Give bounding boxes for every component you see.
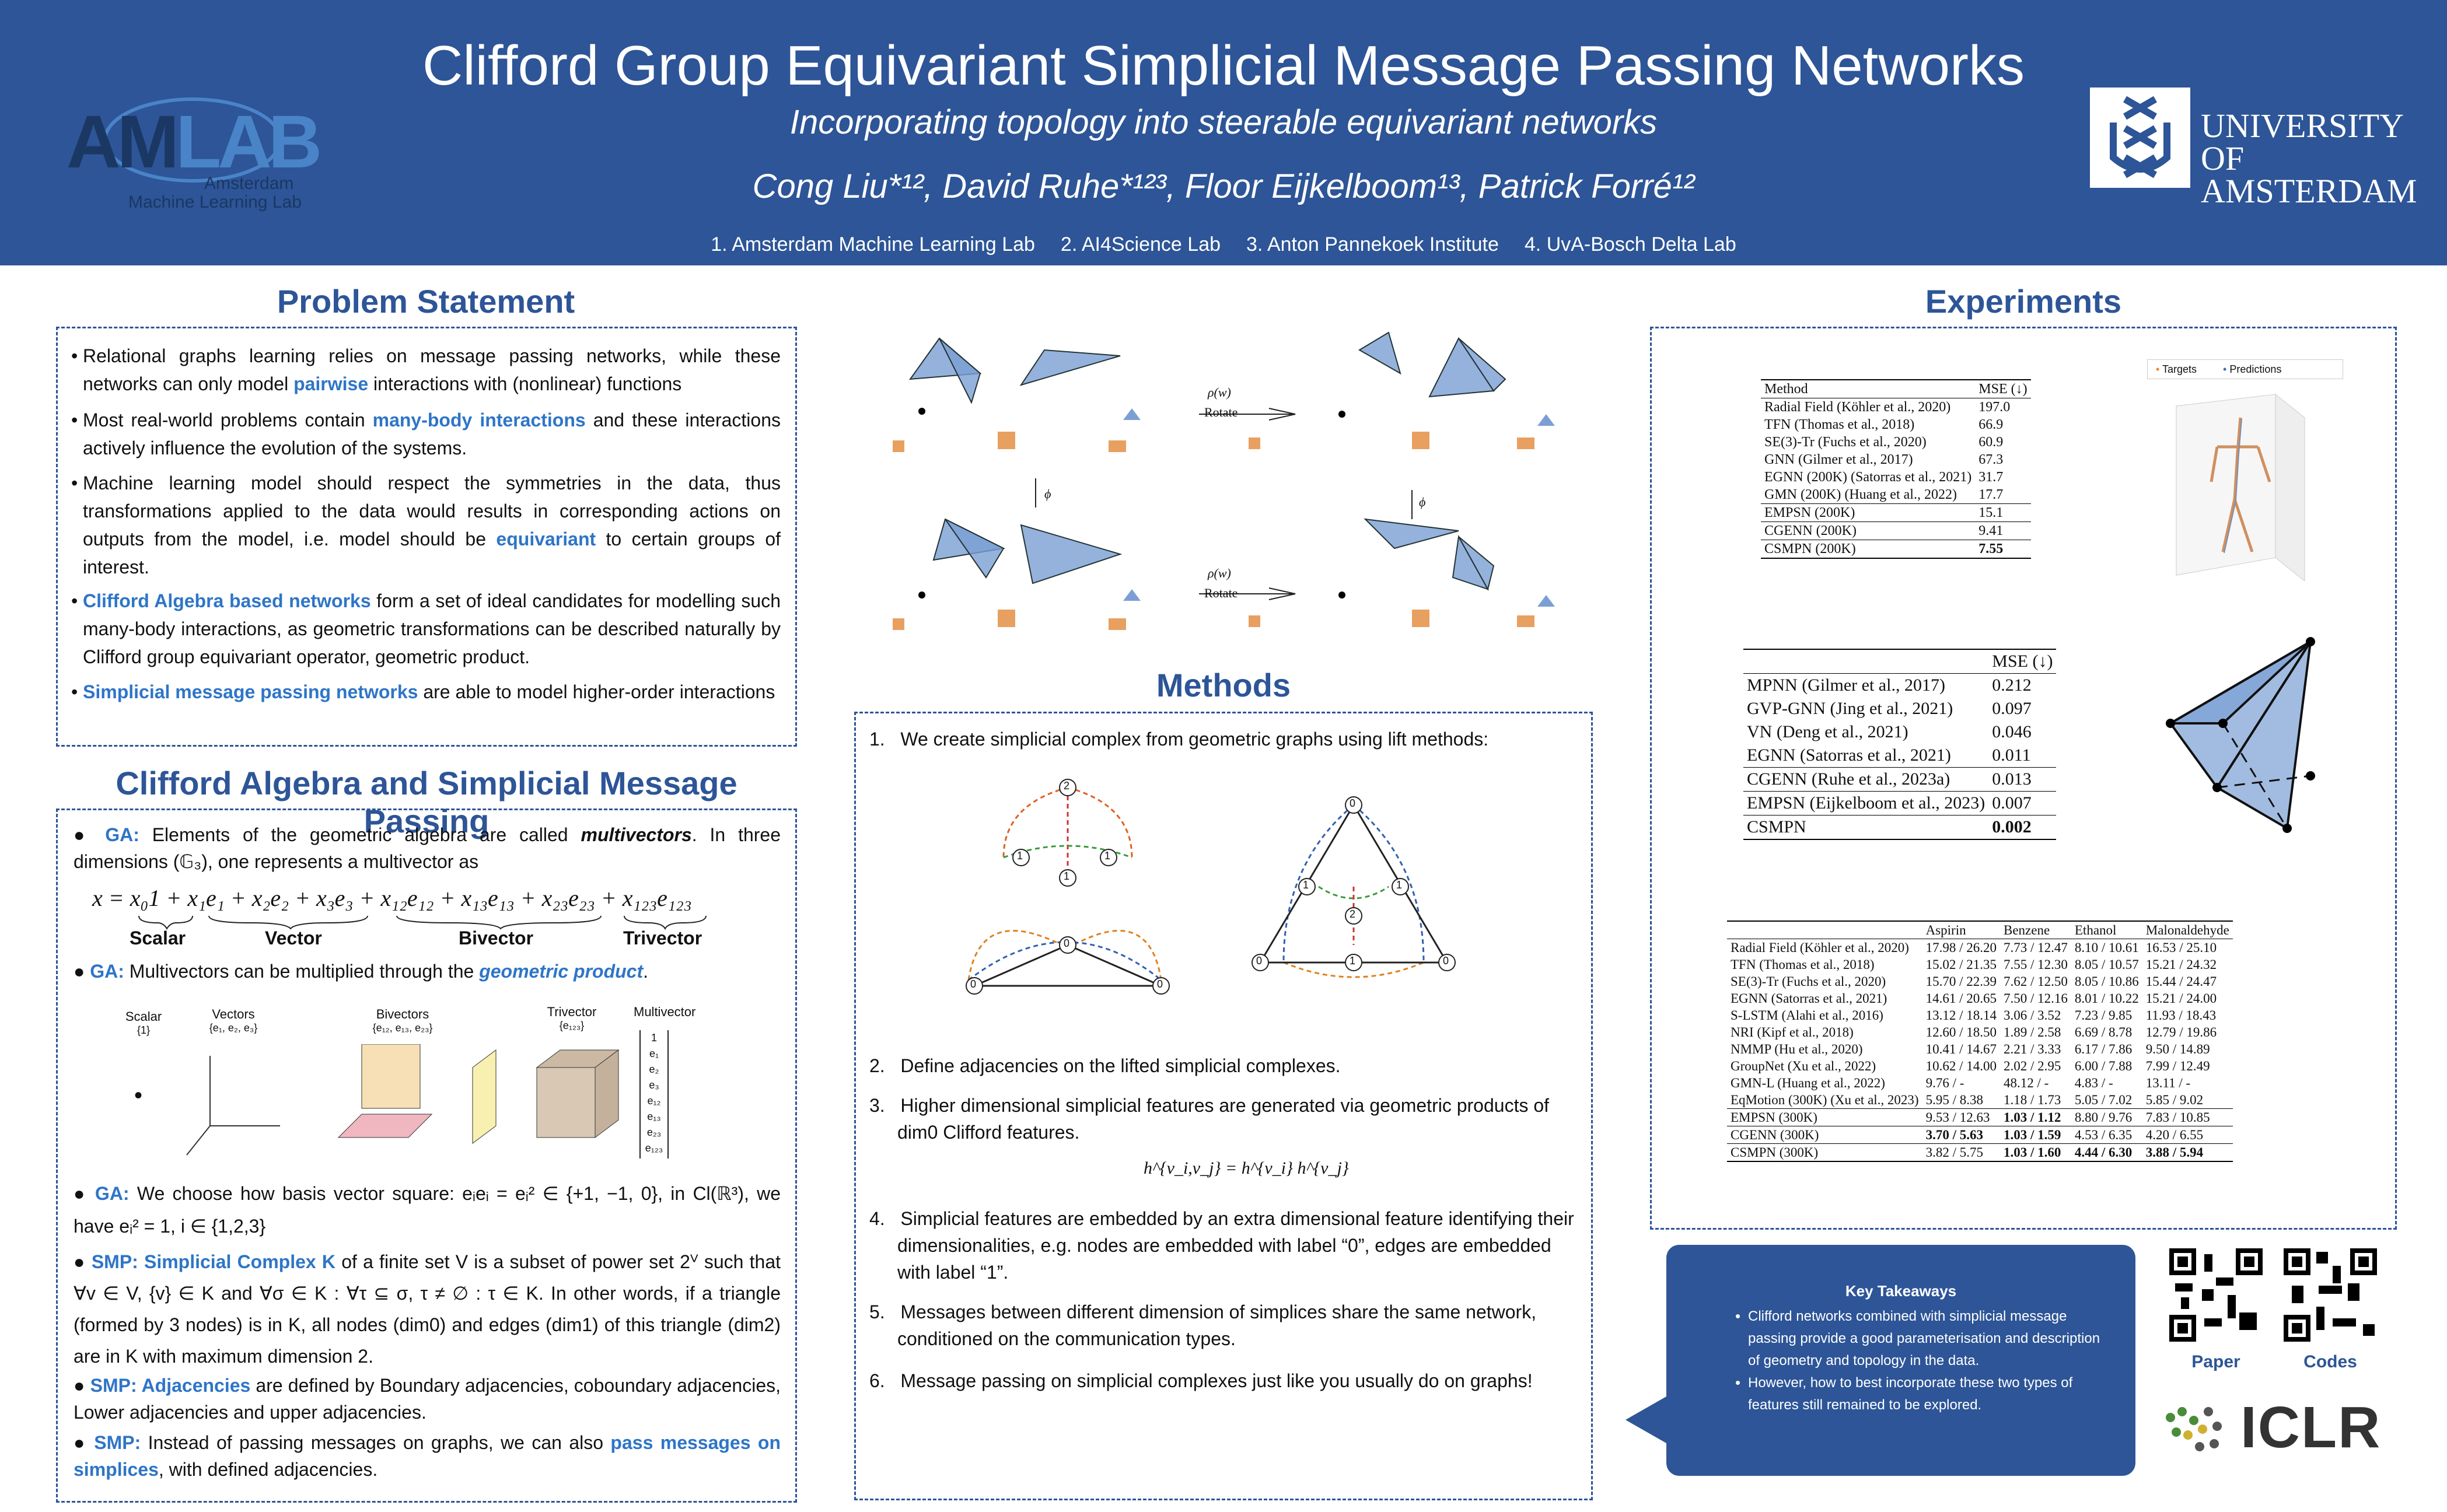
table-row: EGNN (Satorras et al., 2021)0.011 bbox=[1743, 744, 2057, 768]
problem-box bbox=[56, 327, 797, 747]
feature-product-equation: h^{v_i,v_j} = h^{v_i} h^{v_j} bbox=[1144, 1158, 1349, 1178]
methods-title: Methods bbox=[1156, 667, 1291, 704]
method-step: 6. Message passing on simplicial complex… bbox=[869, 1370, 1533, 1391]
experiments-title: Experiments bbox=[1925, 283, 2122, 320]
simplex-polytope-icon bbox=[2166, 637, 2315, 833]
table-row: EMPSN (Eijkelboom et al., 2023)0.007 bbox=[1743, 792, 2057, 816]
method-step: 2. Define adjacencies on the lifted simp… bbox=[869, 1055, 1341, 1076]
table-row: MPNN (Gilmer et al., 2017)0.212 bbox=[1747, 676, 2032, 695]
takeaway-item: Clifford networks combined with simplici… bbox=[1748, 1306, 2110, 1372]
table-row: VN (Deng et al., 2021)0.046 bbox=[1747, 722, 2032, 741]
experiments-box bbox=[1650, 327, 2397, 1230]
smp-pass-messages: ● SMP: Instead of passing messages on gr… bbox=[74, 1432, 781, 1480]
problem-title: Problem Statement bbox=[277, 283, 575, 320]
ca-box bbox=[56, 808, 797, 1503]
table-row: GVP-GNN (Jing et al., 2021)0.097 bbox=[1747, 699, 2032, 718]
table-row: EMPSN (200K)15.1 bbox=[1761, 504, 2031, 522]
table-row: CSMPN (200K)7.55 bbox=[1761, 540, 2031, 558]
table-row: S-LSTM (Alahi et al., 2016)13.12 / 18.14… bbox=[1731, 1008, 2217, 1023]
codes-link[interactable]: Codes bbox=[2303, 1352, 2357, 1371]
method-step: 3. Higher dimensional simplicial feature… bbox=[869, 1095, 1550, 1143]
method-step: 4. Simplicial features are embedded by a… bbox=[869, 1208, 1574, 1283]
key-takeaways: Key Takeaways Clifford networks combined… bbox=[1625, 1245, 2135, 1476]
authors: Cong Liu*¹², David Ruhe*¹²³, Floor Eijke… bbox=[752, 167, 1695, 205]
table-row: CGENN (200K)9.41 bbox=[1761, 522, 2031, 540]
iclr-logo: ICLR bbox=[2153, 1394, 2398, 1464]
smp-adjacencies: ● SMP: Adjacencies are defined by Bounda… bbox=[74, 1375, 781, 1423]
amlab-logo: AMLAB Amsterdam Machine Learning Lab bbox=[67, 97, 322, 212]
multivector-equation: x = x₀1 + x₁e₁ + x₂e₂ + x₃e₃ + x₁₂e₁₂ + … bbox=[92, 885, 692, 911]
table-row: EGNN (200K) (Satorras et al., 2021)31.7 bbox=[1764, 470, 2004, 485]
problem-bullet: •Simplicial message passing networks are… bbox=[71, 681, 775, 702]
plot-legend: • Targets • Predictions bbox=[2147, 359, 2343, 379]
table-row: GMN-L (Huang et al., 2022)9.76 / -48.12 … bbox=[1731, 1076, 2191, 1090]
method-step: 1. We create simplicial complex from geo… bbox=[869, 729, 1489, 750]
problem-bullet: •Most real-world problems contain many-b… bbox=[71, 410, 781, 459]
poster-header: AMLAB Amsterdam Machine Learning Lab Cli… bbox=[0, 0, 2447, 265]
table-row: Radial Field (Köhler et al., 2020)197.0 bbox=[1764, 400, 2011, 415]
skeleton-3d-icon bbox=[2176, 393, 2305, 582]
table-row: Radial Field (Köhler et al., 2020)17.98 … bbox=[1731, 940, 2217, 955]
table-nbody: MSE (↓) MPNN (Gilmer et al., 2017)0.212 … bbox=[1743, 649, 2057, 840]
triangles-diagram-icon bbox=[893, 331, 1555, 630]
methods-box bbox=[854, 712, 1593, 1500]
iclr-brain-icon bbox=[2166, 1407, 2222, 1451]
ca-title: Clifford Algebra and Simplicial Message … bbox=[116, 765, 737, 839]
method-step: 5. Messages between different dimension … bbox=[869, 1301, 1537, 1349]
basis-blades-icon bbox=[186, 1044, 620, 1156]
table-row: SE(3)-Tr (Fuchs et al., 2020)15.70 / 22.… bbox=[1731, 974, 2217, 989]
table-row: CGENN (Ruhe et al., 2023a)0.013 bbox=[1743, 768, 2057, 792]
poster-subtitle: Incorporating topology into steerable eq… bbox=[789, 103, 1658, 141]
codes-qr-code[interactable] bbox=[2284, 1248, 2377, 1342]
simplicial-lift-diagram-icon bbox=[966, 779, 1456, 995]
problem-bullet: •Clifford Algebra based networks form a … bbox=[71, 590, 781, 667]
problem-bullet: •Relational graphs learning relies on me… bbox=[71, 345, 781, 394]
table-row: GMN (200K) (Huang et al., 2022)17.7 bbox=[1761, 486, 2031, 504]
paper-link[interactable]: Paper bbox=[2191, 1352, 2240, 1371]
table-row: EGNN (Satorras et al., 2021)14.61 / 20.6… bbox=[1731, 991, 2217, 1006]
ga-basis-square: ● GA: We choose how basis vector square:… bbox=[74, 1183, 781, 1237]
paper-qr-code[interactable] bbox=[2169, 1248, 2263, 1342]
ga-definition: ● GA: Elements of the geometric algebra … bbox=[74, 824, 781, 872]
table-row: TFN (Thomas et al., 2018)66.9 bbox=[1764, 417, 2004, 432]
table-row: GNN (Gilmer et al., 2017)67.3 bbox=[1764, 452, 2004, 467]
poster-title: Clifford Group Equivariant Simplicial Me… bbox=[422, 34, 2025, 97]
smp-simplicial-complex: ● SMP: Simplicial Complex K of a finite … bbox=[74, 1251, 781, 1367]
takeaway-item: However, how to best incorporate these t… bbox=[1748, 1372, 2110, 1416]
table-row: EqMotion (300K) (Xu et al., 2023)5.95 / … bbox=[1727, 1091, 2233, 1109]
ga-geometric-product: ● GA: Multivectors can be multiplied thr… bbox=[74, 961, 648, 982]
uva-emblem-icon bbox=[2090, 88, 2190, 188]
table-row: SE(3)-Tr (Fuchs et al., 2020)60.9 bbox=[1764, 435, 2004, 450]
scalar-dot-icon: • bbox=[134, 1083, 143, 1108]
problem-bullet: •Machine learning model should respect t… bbox=[71, 473, 781, 578]
